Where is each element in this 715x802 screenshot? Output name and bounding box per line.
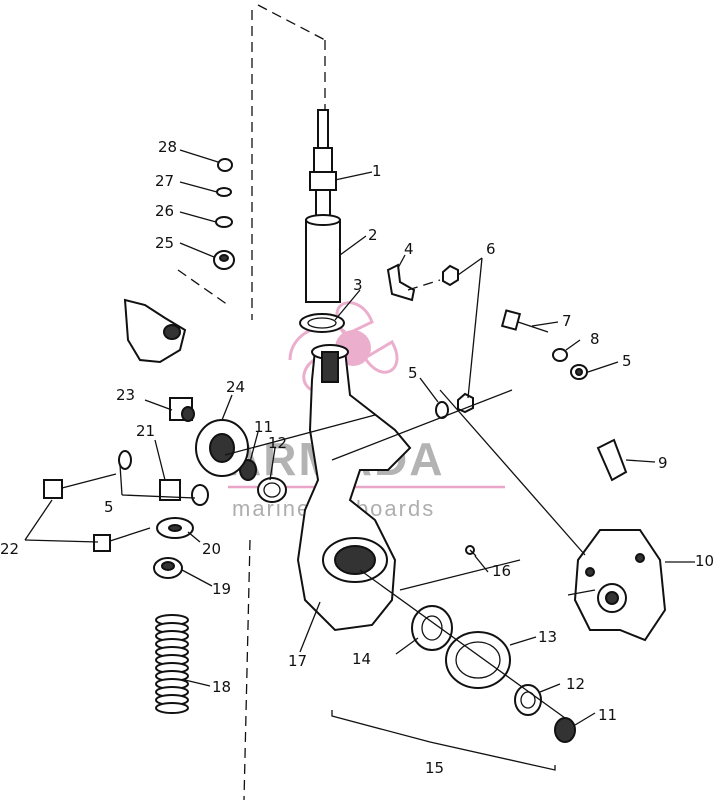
callout-6: 6 — [486, 240, 496, 258]
callout-8: 8 — [590, 330, 600, 348]
callout-2: 2 — [368, 226, 378, 244]
part-shaft — [309, 109, 337, 221]
part-bracket — [386, 263, 416, 302]
frame-guide-lines — [177, 4, 326, 801]
part-bolt — [500, 309, 549, 333]
part-spacer-ring — [411, 605, 453, 651]
callout-20: 20 — [202, 540, 221, 558]
callout-10: 10 — [695, 552, 714, 570]
assembly-lines — [119, 279, 586, 719]
part-knuckle-housing — [296, 344, 412, 632]
part-nut-28 — [217, 158, 233, 172]
callout-22: 22 — [0, 540, 19, 558]
part-bushing — [169, 397, 195, 422]
callout-19: 19 — [212, 580, 231, 598]
part-lock-washer — [552, 348, 568, 362]
part-key — [596, 438, 628, 482]
part-sleeve — [305, 214, 341, 303]
callout-16: 16 — [492, 562, 511, 580]
part-long-bolt-lower — [93, 527, 151, 552]
callout-labels: 1 2 3 4 5 5 5 6 7 8 9 10 11 11 12 12 13 … — [0, 138, 714, 777]
callout-7: 7 — [562, 312, 572, 330]
callout-4: 4 — [404, 240, 414, 258]
callout-17: 17 — [288, 652, 307, 670]
callout-5-right: 5 — [622, 352, 632, 370]
part-bearing-small-lower — [554, 717, 576, 743]
callout-12-upper: 12 — [268, 434, 287, 452]
part-nut-25 — [213, 250, 235, 270]
part-ring — [299, 313, 345, 333]
callout-27: 27 — [155, 172, 174, 190]
callout-9: 9 — [658, 454, 668, 472]
part-large-seal — [195, 419, 249, 477]
part-top-mount — [123, 298, 187, 364]
callout-15: 15 — [425, 759, 444, 777]
part-caliper — [573, 529, 667, 642]
part-thrust-washer — [156, 517, 194, 539]
callout-28: 28 — [158, 138, 177, 156]
callout-3: 3 — [353, 276, 363, 294]
part-washer-right — [435, 401, 449, 419]
part-washer-left-lower — [191, 484, 209, 506]
part-seal-upper — [257, 477, 287, 503]
callout-13: 13 — [538, 628, 557, 646]
spring-coil — [155, 702, 189, 714]
callout-25: 25 — [155, 234, 174, 252]
callout-5-center: 5 — [408, 364, 418, 382]
part-spring — [155, 614, 189, 714]
callout-21: 21 — [136, 422, 155, 440]
part-screw — [465, 545, 477, 557]
part-castle-nut — [153, 557, 183, 579]
part-hex-nut — [159, 479, 181, 501]
part-washer-left — [118, 450, 132, 470]
part-nut-lower — [457, 392, 474, 414]
callout-11-lower: 11 — [598, 706, 617, 724]
part-nut-upper — [442, 264, 459, 287]
callout-14: 14 — [352, 650, 371, 668]
callout-18: 18 — [212, 678, 231, 696]
callout-11-upper: 11 — [254, 418, 273, 436]
part-bearing-race — [445, 631, 511, 689]
callout-23: 23 — [116, 386, 135, 404]
part-long-bolt-upper — [43, 473, 117, 499]
callout-26: 26 — [155, 202, 174, 220]
part-bearing-small-upper — [239, 459, 257, 481]
callout-24: 24 — [226, 378, 245, 396]
part-washer-26 — [215, 216, 233, 228]
callout-leaders — [24, 149, 695, 771]
part-washer-far-right — [570, 364, 588, 380]
callout-12-lower: 12 — [566, 675, 585, 693]
part-seal-lower — [514, 684, 542, 716]
callout-5-left: 5 — [104, 498, 114, 516]
callout-1: 1 — [372, 162, 382, 180]
part-washer-27 — [216, 187, 232, 197]
